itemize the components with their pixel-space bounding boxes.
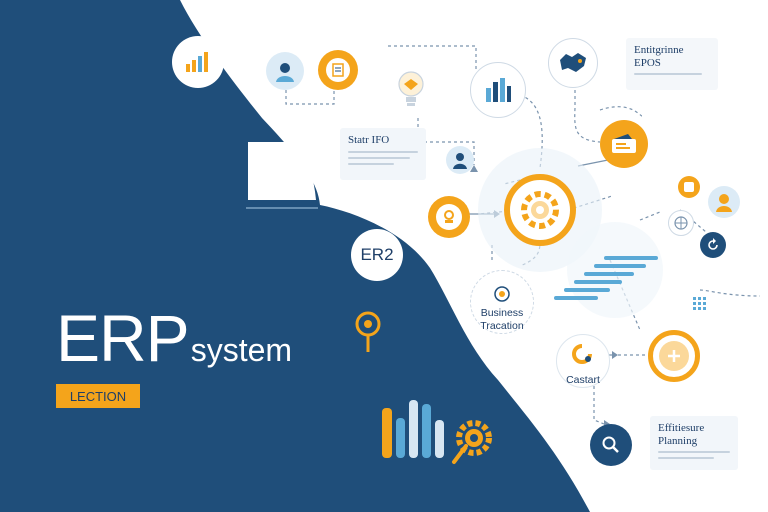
report-node — [318, 50, 358, 90]
global-node — [548, 38, 598, 88]
finance-node — [600, 120, 648, 168]
title-suffix: system — [190, 332, 293, 368]
idea-node — [390, 68, 432, 110]
card-enterprise: Entitgrinne EPOS — [626, 38, 718, 90]
refresh-icon — [708, 238, 718, 250]
lightbulb-icon — [398, 71, 424, 106]
person-icon — [453, 153, 467, 169]
gear-icon — [452, 420, 492, 464]
contact-label: Castart — [566, 374, 600, 386]
business-label: Business Tracation — [480, 307, 524, 333]
contact-node — [556, 334, 610, 388]
clipboard-icon — [332, 63, 344, 77]
network-node — [668, 210, 694, 236]
card-subtitle: Planning — [658, 434, 698, 447]
globe-icon — [674, 216, 688, 230]
target-icon — [444, 210, 454, 223]
user-node — [266, 52, 304, 90]
wallet-icon — [612, 134, 636, 153]
core-gear-node — [504, 174, 576, 246]
business-node — [470, 270, 534, 334]
location-pin-icon — [355, 311, 381, 352]
analytics-node — [172, 36, 224, 88]
search-icon — [602, 436, 619, 453]
card-planning: Effitiesure Planning — [650, 416, 738, 470]
card-state: Statr IFO — [340, 128, 426, 180]
person-icon — [716, 194, 732, 212]
er2-circle: ER2 — [351, 229, 403, 281]
chart-node — [470, 62, 526, 118]
gear-icon — [521, 191, 559, 229]
search-node — [590, 424, 632, 466]
grid-icon — [693, 297, 706, 310]
person-icon — [276, 63, 294, 82]
tag-badge: LECTION — [56, 384, 140, 408]
bar-chart-icon — [186, 52, 208, 72]
card-title: Statr IFO — [348, 134, 390, 146]
bar-chart-icon — [382, 400, 444, 458]
sync-node — [700, 232, 726, 258]
globe-map-icon — [560, 53, 586, 72]
coin-icon — [684, 182, 694, 192]
title-main: ERP — [56, 301, 190, 375]
person-node — [446, 146, 474, 174]
profile-node — [708, 186, 740, 218]
bar-chart-icon — [486, 78, 511, 102]
coin-node — [678, 176, 700, 198]
refresh-icon — [572, 344, 592, 364]
add-node — [648, 330, 700, 382]
target-icon — [494, 286, 510, 302]
card-title: Entitgrinne — [634, 44, 684, 56]
page-title: ERPsystem — [56, 300, 292, 376]
target-node — [428, 196, 470, 238]
plus-icon — [668, 350, 680, 362]
card-subtitle: EPOS — [634, 56, 661, 69]
card-title: Effitiesure — [658, 422, 705, 434]
